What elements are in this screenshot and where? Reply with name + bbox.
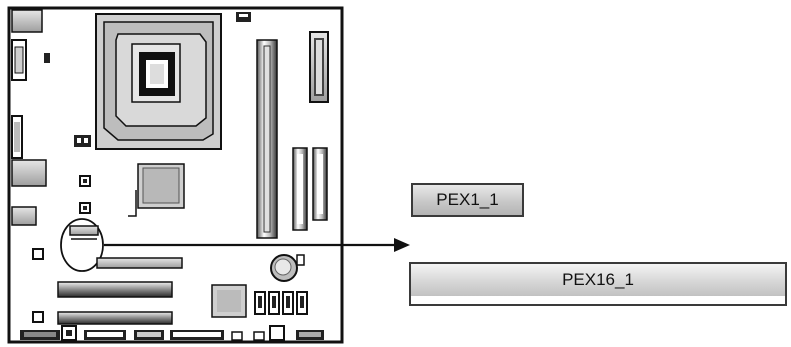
pex1-label: PEX1_1 bbox=[436, 190, 499, 209]
pcie-x16-slot bbox=[57, 281, 173, 298]
pci-slot bbox=[96, 257, 183, 269]
small-component bbox=[32, 248, 44, 260]
pcie-x1-slot bbox=[69, 225, 99, 236]
atx-power-connector bbox=[309, 31, 329, 103]
sata-ports bbox=[254, 291, 308, 315]
pex16-label: PEX16_1 bbox=[562, 270, 634, 289]
io-lan-connector bbox=[11, 159, 47, 187]
small-jumper bbox=[44, 53, 50, 63]
small-component bbox=[32, 311, 44, 323]
cpu-socket bbox=[95, 13, 222, 150]
pex16-slot-illustration bbox=[409, 262, 787, 306]
io-top-connector bbox=[11, 9, 43, 33]
pex1-slot-illustration bbox=[411, 183, 524, 217]
chipset bbox=[137, 163, 185, 209]
pci-slot-2 bbox=[57, 311, 173, 325]
ide-connector bbox=[292, 147, 308, 231]
cpu-fan-header bbox=[74, 135, 91, 147]
pex1-highlight-circle bbox=[60, 218, 104, 272]
pex1-arrow-head bbox=[394, 238, 410, 252]
io-usb-connector bbox=[11, 206, 37, 226]
dimm-slot-1 bbox=[256, 39, 278, 239]
bottom-headers bbox=[20, 325, 324, 341]
floppy-connector bbox=[312, 147, 328, 221]
